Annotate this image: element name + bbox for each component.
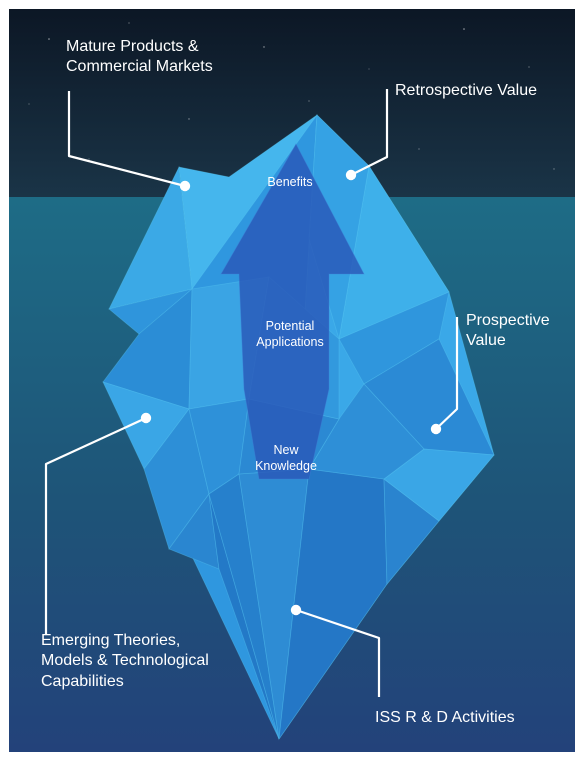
label-mature-products: Mature Products & Commercial Markets xyxy=(66,37,213,78)
callout-dot-mature xyxy=(179,180,191,192)
label-new-knowledge: New Knowledge xyxy=(231,442,341,474)
callout-line-iss xyxy=(295,608,381,697)
iceberg-infographic: Mature Products & Commercial Markets Ret… xyxy=(9,9,575,752)
growth-arrow xyxy=(220,143,365,480)
callout-line-mature xyxy=(67,91,186,188)
callout-dots xyxy=(140,169,442,616)
callout-dot-retrospective xyxy=(345,169,357,181)
label-emerging-theories-line1: Emerging Theories, xyxy=(41,632,181,649)
label-emerging-theories-line3: Capabilities xyxy=(41,672,124,690)
label-potential-applications: Potential Applications xyxy=(235,318,345,350)
label-potential-applications-line2: Applications xyxy=(256,335,324,349)
label-benefits: Benefits xyxy=(235,174,345,190)
callout-line-retrospective xyxy=(350,89,389,176)
callout-dot-iss xyxy=(290,604,302,616)
callout-line-prospective xyxy=(435,317,459,430)
iceberg-illustration xyxy=(9,9,575,752)
label-retrospective-value-line1: Retrospective Value xyxy=(395,82,537,99)
label-iss-rd-activities-line1: ISS R & D Activities xyxy=(375,709,515,726)
label-new-knowledge-line1: New xyxy=(273,443,299,457)
callout-lines xyxy=(44,89,459,697)
label-emerging-theories: Emerging Theories, Models & Technologica… xyxy=(41,631,209,692)
callout-line-emerging xyxy=(44,417,147,634)
stars xyxy=(28,22,555,180)
label-prospective-value-line2: Value xyxy=(466,332,506,350)
label-mature-products-line1: Mature Products & xyxy=(66,38,199,55)
label-benefits-line1: Benefits xyxy=(267,175,313,189)
label-potential-applications-line1: Potential xyxy=(265,319,315,333)
callout-dot-emerging xyxy=(140,412,152,424)
label-emerging-theories-line2: Models & Technological xyxy=(41,652,209,670)
label-prospective-value: Prospective Value xyxy=(466,311,550,352)
label-prospective-value-line1: Prospective xyxy=(466,312,550,329)
label-iss-rd-activities: ISS R & D Activities xyxy=(375,708,515,728)
label-new-knowledge-line2: Knowledge xyxy=(255,459,317,473)
callout-dot-prospective xyxy=(430,423,442,435)
label-mature-products-line2: Commercial Markets xyxy=(66,58,213,76)
label-retrospective-value: Retrospective Value xyxy=(395,81,537,101)
